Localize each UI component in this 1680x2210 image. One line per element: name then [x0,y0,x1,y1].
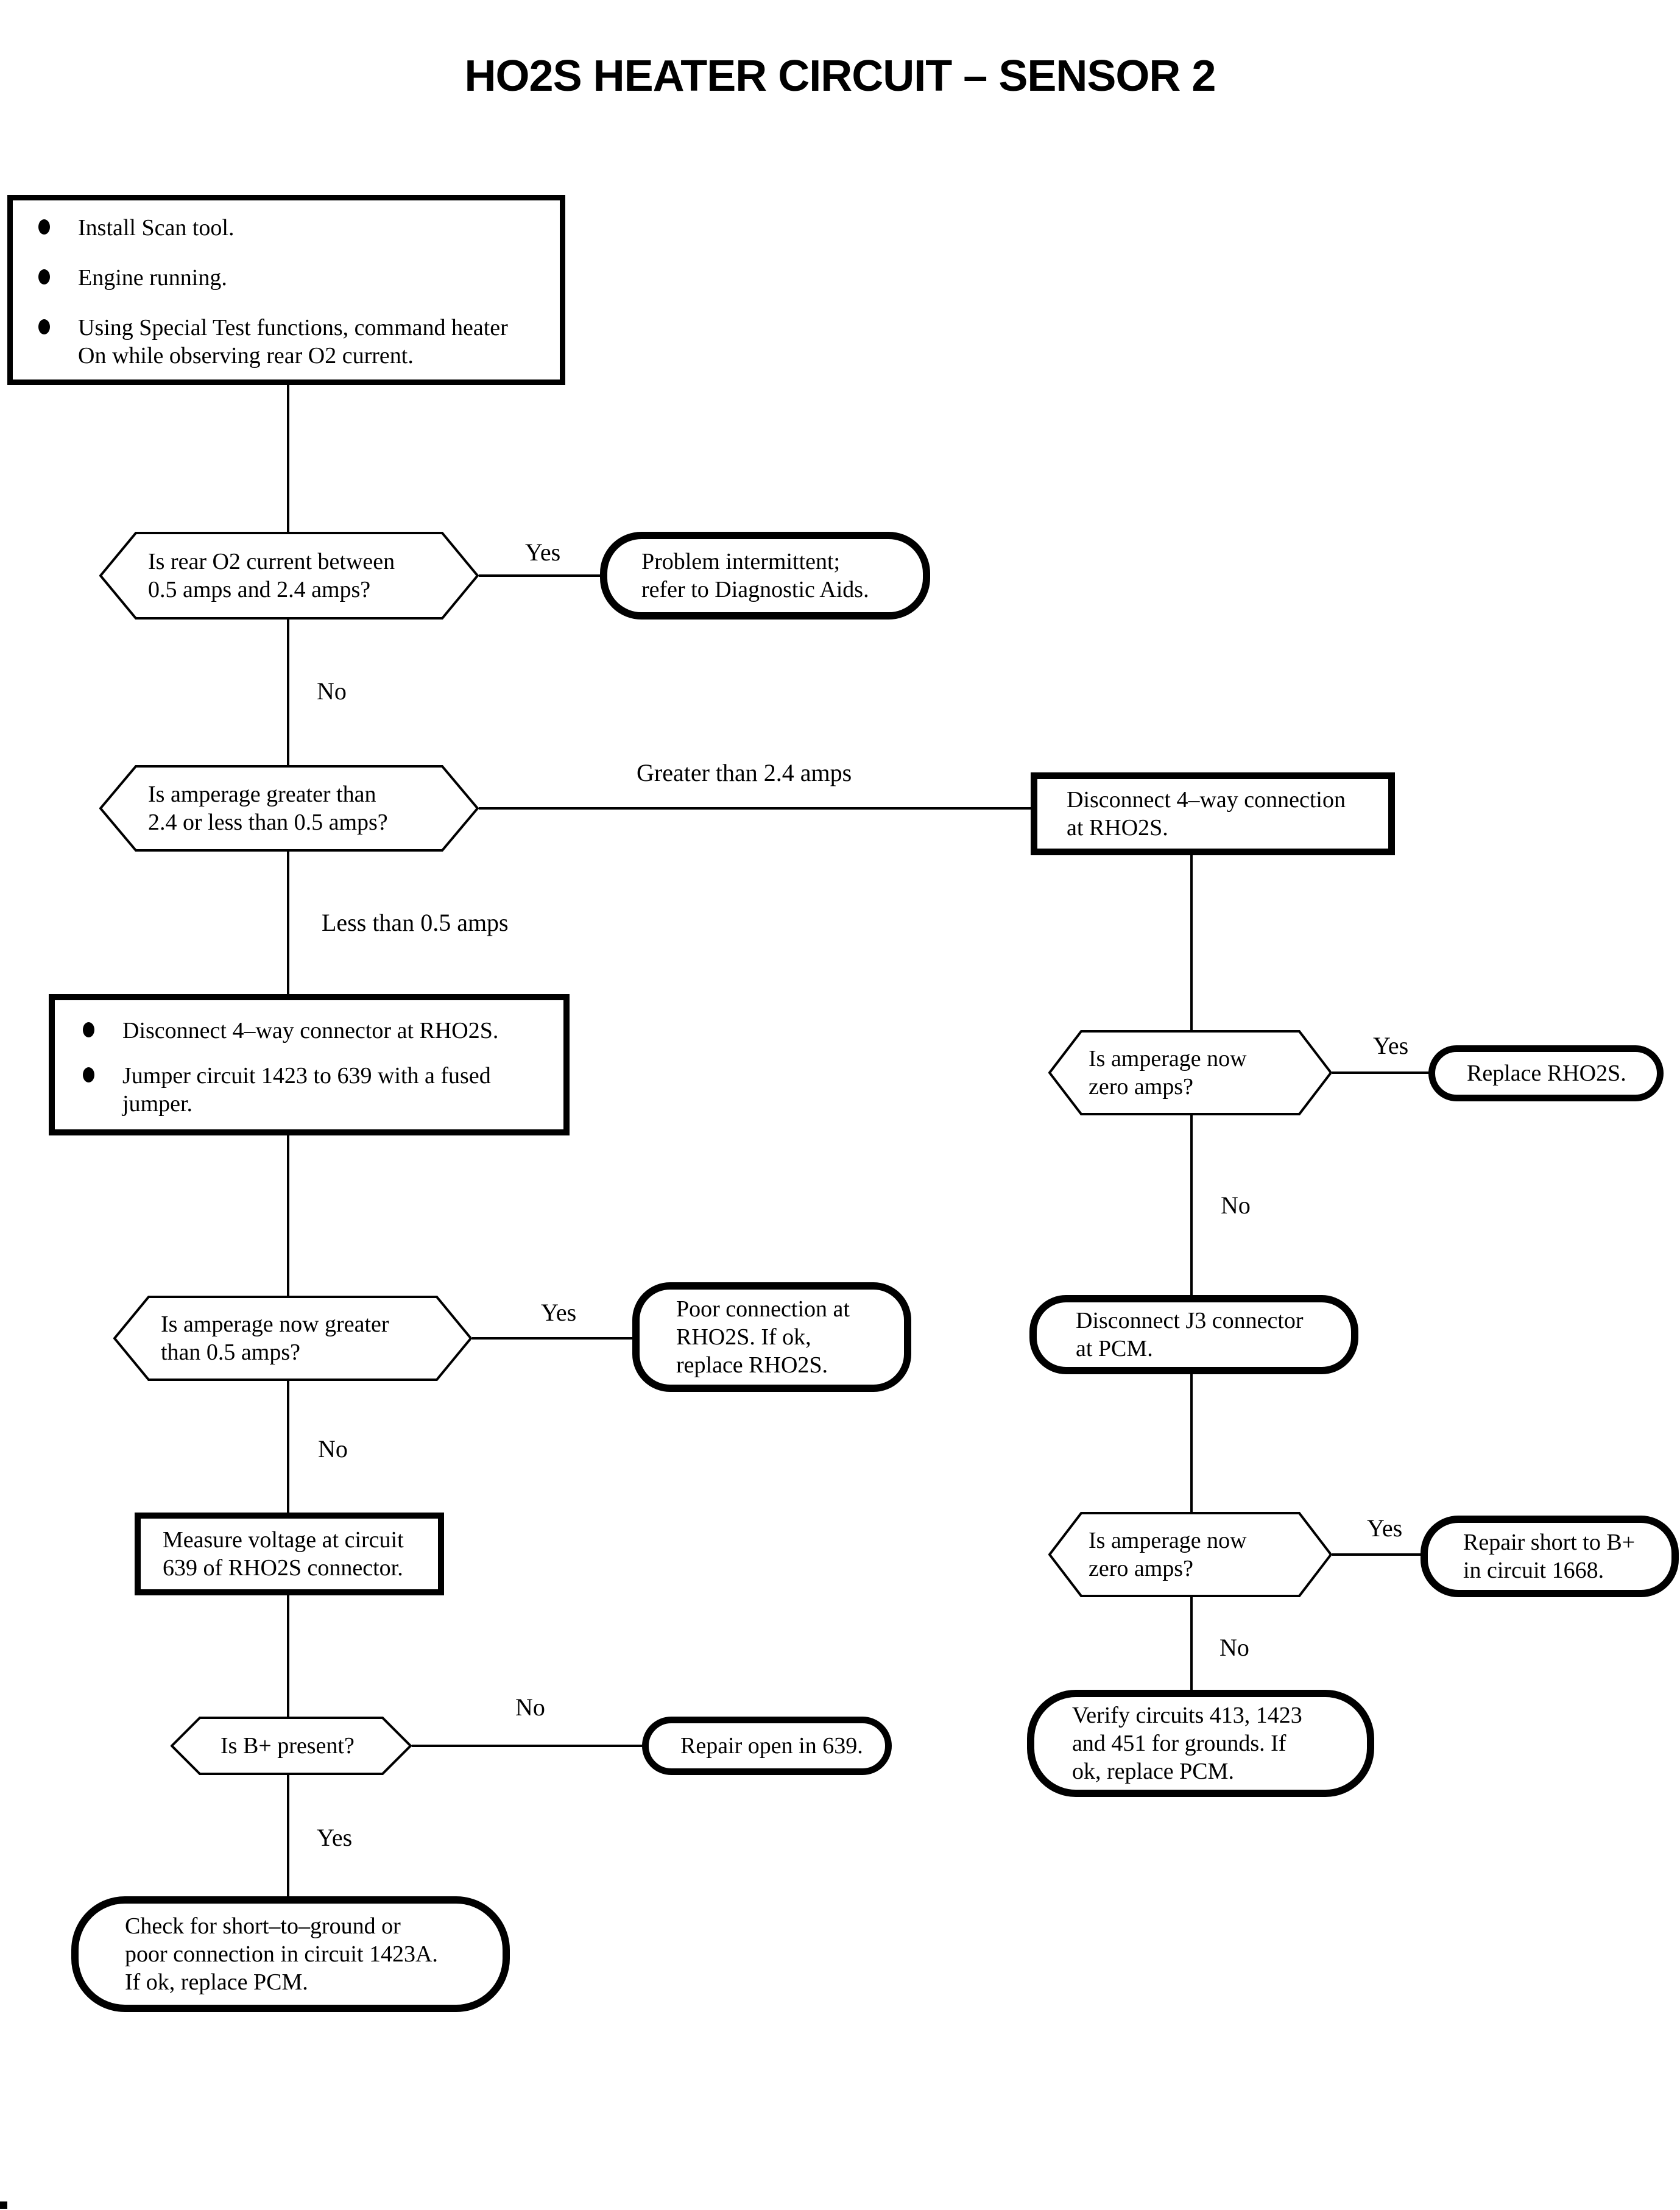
connector-line [1332,1553,1422,1556]
edge-label-yes: Yes [525,538,561,566]
action-text: Measure voltage at circuit [163,1527,404,1553]
bullet-icon [38,219,50,235]
start-item-text: Using Special Test functions, command he… [78,315,508,341]
action-text: Replace RHO2S. [1467,1061,1626,1086]
jumper-box: Disconnect 4–way connector at RHO2S. Jum… [49,994,570,1135]
action-text: and 451 for grounds. If [1072,1731,1286,1756]
connector-line [287,1380,289,1514]
decision-text: zero amps? [1089,1556,1193,1581]
action-text: 639 of RHO2S connector. [163,1555,403,1581]
decision-text: Is amperage now [1089,1046,1247,1071]
action-text: poor connection in circuit 1423A. [125,1941,438,1967]
action-text: Poor connection at [676,1296,850,1322]
connector-line [1190,854,1193,1031]
connector-line [287,385,289,532]
connector-line [1332,1071,1430,1074]
action-disconnect-j3: Disconnect J3 connector at PCM. [1029,1295,1358,1374]
bullet-icon [83,1022,94,1037]
connector-line [287,1134,289,1296]
list-item: Disconnect 4–way connector at RHO2S. [83,1017,554,1045]
action-text: RHO2S. If ok, [676,1324,811,1350]
decision-text: Is amperage now [1089,1528,1247,1553]
connector-line [479,807,1032,810]
start-box: Install Scan tool. Engine running. Using… [7,195,565,385]
action-text: Problem intermittent; [641,549,841,574]
action-text: at PCM. [1076,1336,1153,1361]
connector-line [1190,1373,1193,1513]
edge-label-yes: Yes [1373,1032,1409,1059]
decision-b-plus-present: Is B+ present? [171,1716,412,1776]
decision-text: zero amps? [1089,1074,1193,1100]
decision-zero-amps-2: Is amperage now zero amps? [1048,1511,1332,1598]
decision-text: than 0.5 amps? [161,1340,301,1365]
bullet-icon [38,269,50,284]
edge-label-no: No [1221,1191,1251,1219]
action-verify-grounds: Verify circuits 413, 1423 and 451 for gr… [1027,1690,1374,1797]
action-text: refer to Diagnostic Aids. [641,577,869,602]
decision-text: Is rear O2 current between [148,549,395,574]
page-title: HO2S HEATER CIRCUIT – SENSOR 2 [464,52,1216,101]
list-item: Install Scan tool. [38,214,548,242]
list-item: Jumper circuit 1423 to 639 with a fused … [83,1062,554,1118]
connector-line [1190,1597,1193,1691]
start-item-text: Install Scan tool. [78,215,235,241]
start-item-text: On while observing rear O2 current. [78,343,414,369]
scan-artifact [0,2201,7,2209]
action-text: Verify circuits 413, 1423 [1072,1703,1302,1728]
connector-line [472,1337,634,1340]
decision-text: Is amperage greater than [148,782,376,807]
action-poor-connection: Poor connection at RHO2S. If ok, replace… [632,1282,911,1392]
action-text: replace RHO2S. [676,1352,828,1378]
action-disconnect-4way: Disconnect 4–way connection at RHO2S. [1031,772,1395,855]
jumper-item-text: jumper. [122,1091,193,1117]
action-text: Disconnect J3 connector [1076,1308,1304,1333]
list-item: Engine running. [38,264,548,292]
edge-label-yes: Yes [1367,1514,1403,1542]
edge-label-no: No [318,1435,348,1463]
action-text: ok, replace PCM. [1072,1759,1234,1784]
connector-line [287,1594,289,1717]
connector-line [1190,1115,1193,1296]
edge-label-no: No [1219,1634,1249,1661]
connector-line [287,1774,289,1898]
action-repair-short: Repair short to B+ in circuit 1668. [1421,1516,1679,1597]
edge-label-yes: Yes [541,1299,577,1326]
jumper-item-text: Disconnect 4–way connector at RHO2S. [122,1018,499,1043]
decision-text: 2.4 or less than 0.5 amps? [148,810,388,835]
jumper-item-text: Jumper circuit 1423 to 639 with a fused [122,1063,491,1089]
list-item: Using Special Test functions, command he… [38,314,548,370]
action-check-short: Check for short–to–ground or poor connec… [71,1896,510,2012]
decision-greater-05: Is amperage now greater than 0.5 amps? [113,1295,472,1382]
edge-label-yes: Yes [317,1824,353,1851]
edge-label-greater: Greater than 2.4 amps [637,759,852,786]
action-text: Disconnect 4–way connection [1067,787,1346,813]
action-text: If ok, replace PCM. [125,1969,308,1995]
action-text: Repair short to B+ [1463,1530,1636,1555]
action-problem-intermittent: Problem intermittent; refer to Diagnosti… [600,532,930,620]
decision-text: 0.5 amps and 2.4 amps? [148,577,371,602]
bullet-icon [83,1067,94,1082]
decision-text: Is amperage now greater [161,1312,389,1337]
action-text: at RHO2S. [1067,815,1168,841]
decision-text: Is B+ present? [221,1733,355,1759]
action-repair-open: Repair open in 639. [642,1717,892,1775]
connector-line [287,619,289,766]
action-replace-rho2s: Replace RHO2S. [1428,1045,1664,1101]
start-item-text: Engine running. [78,265,227,291]
decision-amperage-range: Is amperage greater than 2.4 or less tha… [99,764,479,852]
bullet-icon [38,319,50,334]
action-text: Check for short–to–ground or [125,1913,401,1939]
edge-label-no: No [515,1693,545,1721]
action-text: Repair open in 639. [680,1733,863,1759]
action-measure-voltage: Measure voltage at circuit 639 of RHO2S … [135,1513,444,1595]
edge-label-no: No [317,677,347,705]
connector-line [287,851,289,995]
connector-line [479,574,601,577]
connector-line [412,1745,643,1747]
edge-label-less: Less than 0.5 amps [322,909,509,936]
decision-zero-amps-1: Is amperage now zero amps? [1048,1029,1332,1116]
decision-rear-o2-current: Is rear O2 current between 0.5 amps and … [99,531,479,620]
action-text: in circuit 1668. [1463,1558,1604,1583]
